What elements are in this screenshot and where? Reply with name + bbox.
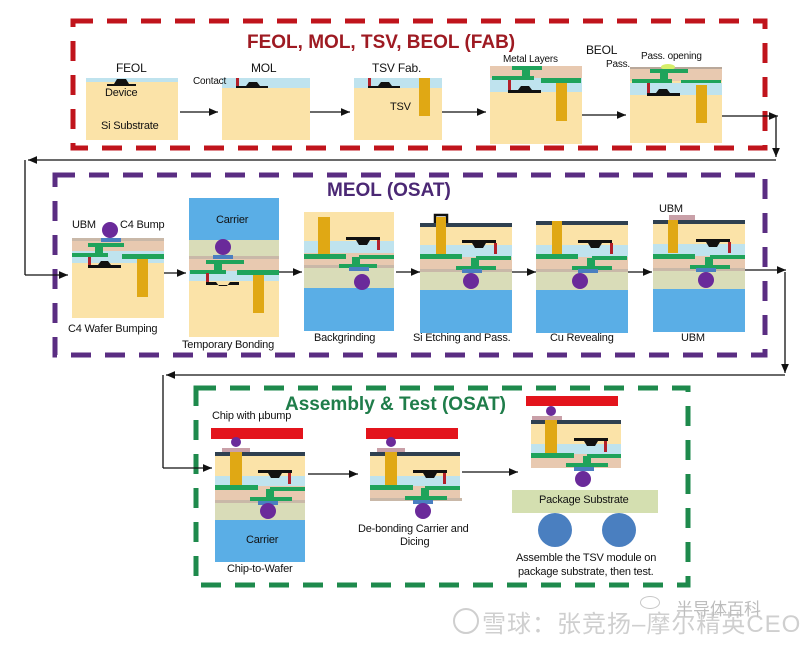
ubm-cross-section — [653, 215, 745, 332]
carrier-annotation: Carrier — [216, 214, 249, 226]
beol-annotation: BEOL — [586, 43, 618, 57]
backgrinding-cross-section — [304, 212, 394, 331]
backgrinding-step-label: Backgrinding — [314, 332, 376, 344]
assemble-step-label-2: package substrate, then test. — [518, 566, 654, 578]
pass-annotation: Pass. — [606, 59, 631, 70]
feol-cross-section — [86, 78, 178, 140]
meol-stage-title: MEOL (OSAT) — [327, 180, 451, 201]
package-assembly-cross-section — [512, 396, 658, 547]
pass-opening-step-label: Pass. opening — [641, 51, 702, 62]
assembly-stage-title: Assembly & Test (OSAT) — [285, 394, 507, 415]
cu-revealing-cross-section — [536, 221, 628, 333]
chip-to-wafer-cross-section — [211, 428, 305, 562]
c4-bump-annotation: C4 Bump — [120, 219, 165, 231]
chip-to-wafer-step-label: Chip-to-Wafer — [227, 563, 293, 575]
tsv-fab-cross-section — [354, 78, 442, 140]
tsv-fab-step-label: TSV Fab. — [372, 61, 422, 75]
si-etching-cross-section — [420, 213, 512, 333]
si-etching-step-label: Si Etching and Pass. — [413, 332, 511, 344]
debonding-step-label-2: Dicing — [400, 536, 430, 548]
package-substrate-annotation: Package Substrate — [539, 494, 629, 506]
pass-opening-cross-section — [630, 64, 722, 143]
ubm-top-annotation: UBM — [659, 203, 683, 215]
fab-stage-border — [70, 18, 768, 151]
tsv-annotation: TSV — [390, 101, 411, 113]
c4-wafer-bumping-cross-section — [72, 222, 164, 318]
cu-revealing-step-label: Cu Revealing — [550, 332, 614, 344]
wechat-icon — [640, 596, 660, 609]
c4-wafer-bumping-step-label: C4 Wafer Bumping — [68, 323, 158, 335]
metal-layers-cross-section — [490, 66, 582, 144]
ubm-annotation: UBM — [72, 219, 96, 231]
carrier-bottom-annotation: Carrier — [246, 534, 279, 546]
assembly-stage-border — [193, 385, 691, 588]
snowball-logo-icon — [453, 608, 479, 634]
fab-stage-title: FEOL, MOL, TSV, BEOL (FAB) — [247, 32, 516, 53]
metal-layers-step-label: Metal Layers — [503, 54, 558, 65]
mol-step-label: MOL — [251, 61, 277, 75]
ubm-step-label: UBM — [681, 332, 705, 344]
debonding-dicing-cross-section — [366, 428, 462, 519]
temporary-bonding-step-label: Temporary Bonding — [182, 339, 274, 351]
si-substrate-annotation: Si Substrate — [101, 120, 159, 132]
debonding-step-label: De-bonding Carrier and — [358, 523, 469, 535]
chip-with-microbump-annotation: Chip with µbump — [212, 410, 292, 422]
contact-annotation: Contact — [193, 76, 227, 87]
device-annotation: Device — [105, 87, 138, 99]
meol-stage-border — [52, 172, 768, 358]
watermark-secondary: 半导体百科 — [676, 600, 761, 619]
assemble-step-label: Assemble the TSV module on — [516, 552, 657, 564]
mol-cross-section — [222, 78, 310, 140]
temporary-bonding-cross-section — [189, 198, 279, 337]
feol-step-label: FEOL — [116, 61, 147, 75]
watermark-main: 雪球：张竞扬–摩尔精英CEO — [482, 611, 800, 638]
